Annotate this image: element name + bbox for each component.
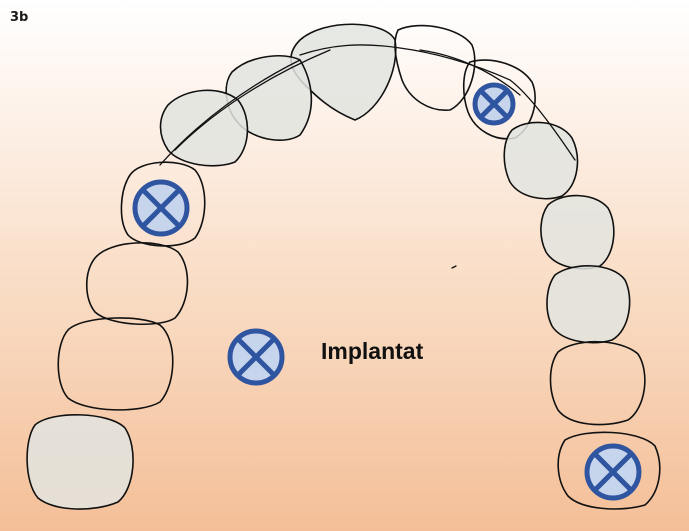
tooth-right-incisor-1 [395, 26, 475, 111]
implant-marker-left-premolar [135, 182, 187, 234]
implant-marker-right-incisor [475, 85, 513, 123]
tooth-right-premolar-1 [541, 196, 614, 269]
tooth-right-molar-1 [551, 342, 645, 425]
arch-dash [452, 266, 456, 268]
tooth-right-canine [504, 122, 577, 198]
crossed-circle-icon [230, 331, 282, 383]
tooth-right-premolar-2 [547, 266, 630, 343]
tooth-left-molar-1 [87, 243, 188, 324]
tooth-left-molar-2 [58, 318, 173, 410]
legend-implant-label: Implantat [321, 338, 423, 365]
tooth-left-molar-3 [27, 415, 133, 509]
implant-marker-right-molar [587, 446, 639, 498]
